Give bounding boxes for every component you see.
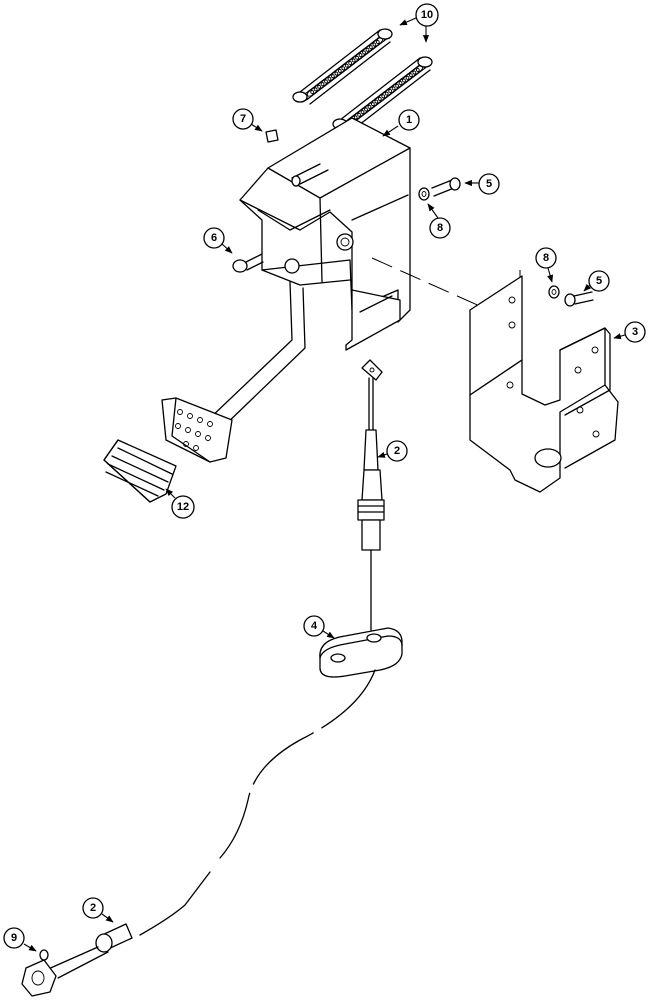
cable-run <box>219 669 376 859</box>
svg-text:12: 12 <box>177 501 189 513</box>
washer-8-lower <box>548 285 560 299</box>
pedal-pad-holes <box>175 409 213 451</box>
callout-12: 12 <box>165 488 195 519</box>
bolt-5-lower <box>564 291 594 307</box>
washer-8-upper <box>418 187 430 201</box>
callout-2-upper: 2 <box>377 440 408 462</box>
callout-5-lower: 5 <box>583 270 610 292</box>
bolt-6 <box>232 253 264 273</box>
svg-text:5: 5 <box>486 178 492 190</box>
svg-text:8: 8 <box>543 252 549 264</box>
grommet-plate <box>319 627 403 678</box>
callout-2-lower: 2 <box>82 897 114 923</box>
callout-7: 7 <box>232 108 263 132</box>
svg-text:2: 2 <box>90 902 96 914</box>
washer-9 <box>39 949 49 961</box>
mounting-bracket <box>469 275 619 493</box>
callout-8-upper: 8 <box>427 203 451 239</box>
pedal-arm <box>161 281 306 463</box>
callout-3: 3 <box>613 321 646 343</box>
callout-1: 1 <box>382 109 420 137</box>
cable-upper <box>357 359 385 631</box>
svg-text:9: 9 <box>11 932 17 944</box>
svg-text:10: 10 <box>421 9 433 21</box>
callout-5-upper: 5 <box>464 173 500 195</box>
cable-lower-end <box>21 923 133 997</box>
callout-6: 6 <box>203 227 233 254</box>
bolt-5-upper <box>431 177 461 197</box>
svg-text:4: 4 <box>311 620 318 632</box>
svg-text:5: 5 <box>596 275 602 287</box>
spring-left <box>292 28 393 105</box>
callout-10: 10 <box>399 3 439 43</box>
callout-9: 9 <box>3 927 37 952</box>
pedal-bracket <box>239 117 411 351</box>
svg-text:7: 7 <box>240 113 246 125</box>
callout-8-lower: 8 <box>535 247 557 283</box>
pin-7 <box>265 129 279 143</box>
svg-text:6: 6 <box>211 232 217 244</box>
callout-4: 4 <box>303 615 335 639</box>
svg-text:3: 3 <box>632 326 638 338</box>
svg-text:1: 1 <box>406 114 412 126</box>
svg-text:2: 2 <box>394 445 400 457</box>
rubber-pedal-pad <box>103 439 177 503</box>
svg-text:8: 8 <box>437 222 443 234</box>
